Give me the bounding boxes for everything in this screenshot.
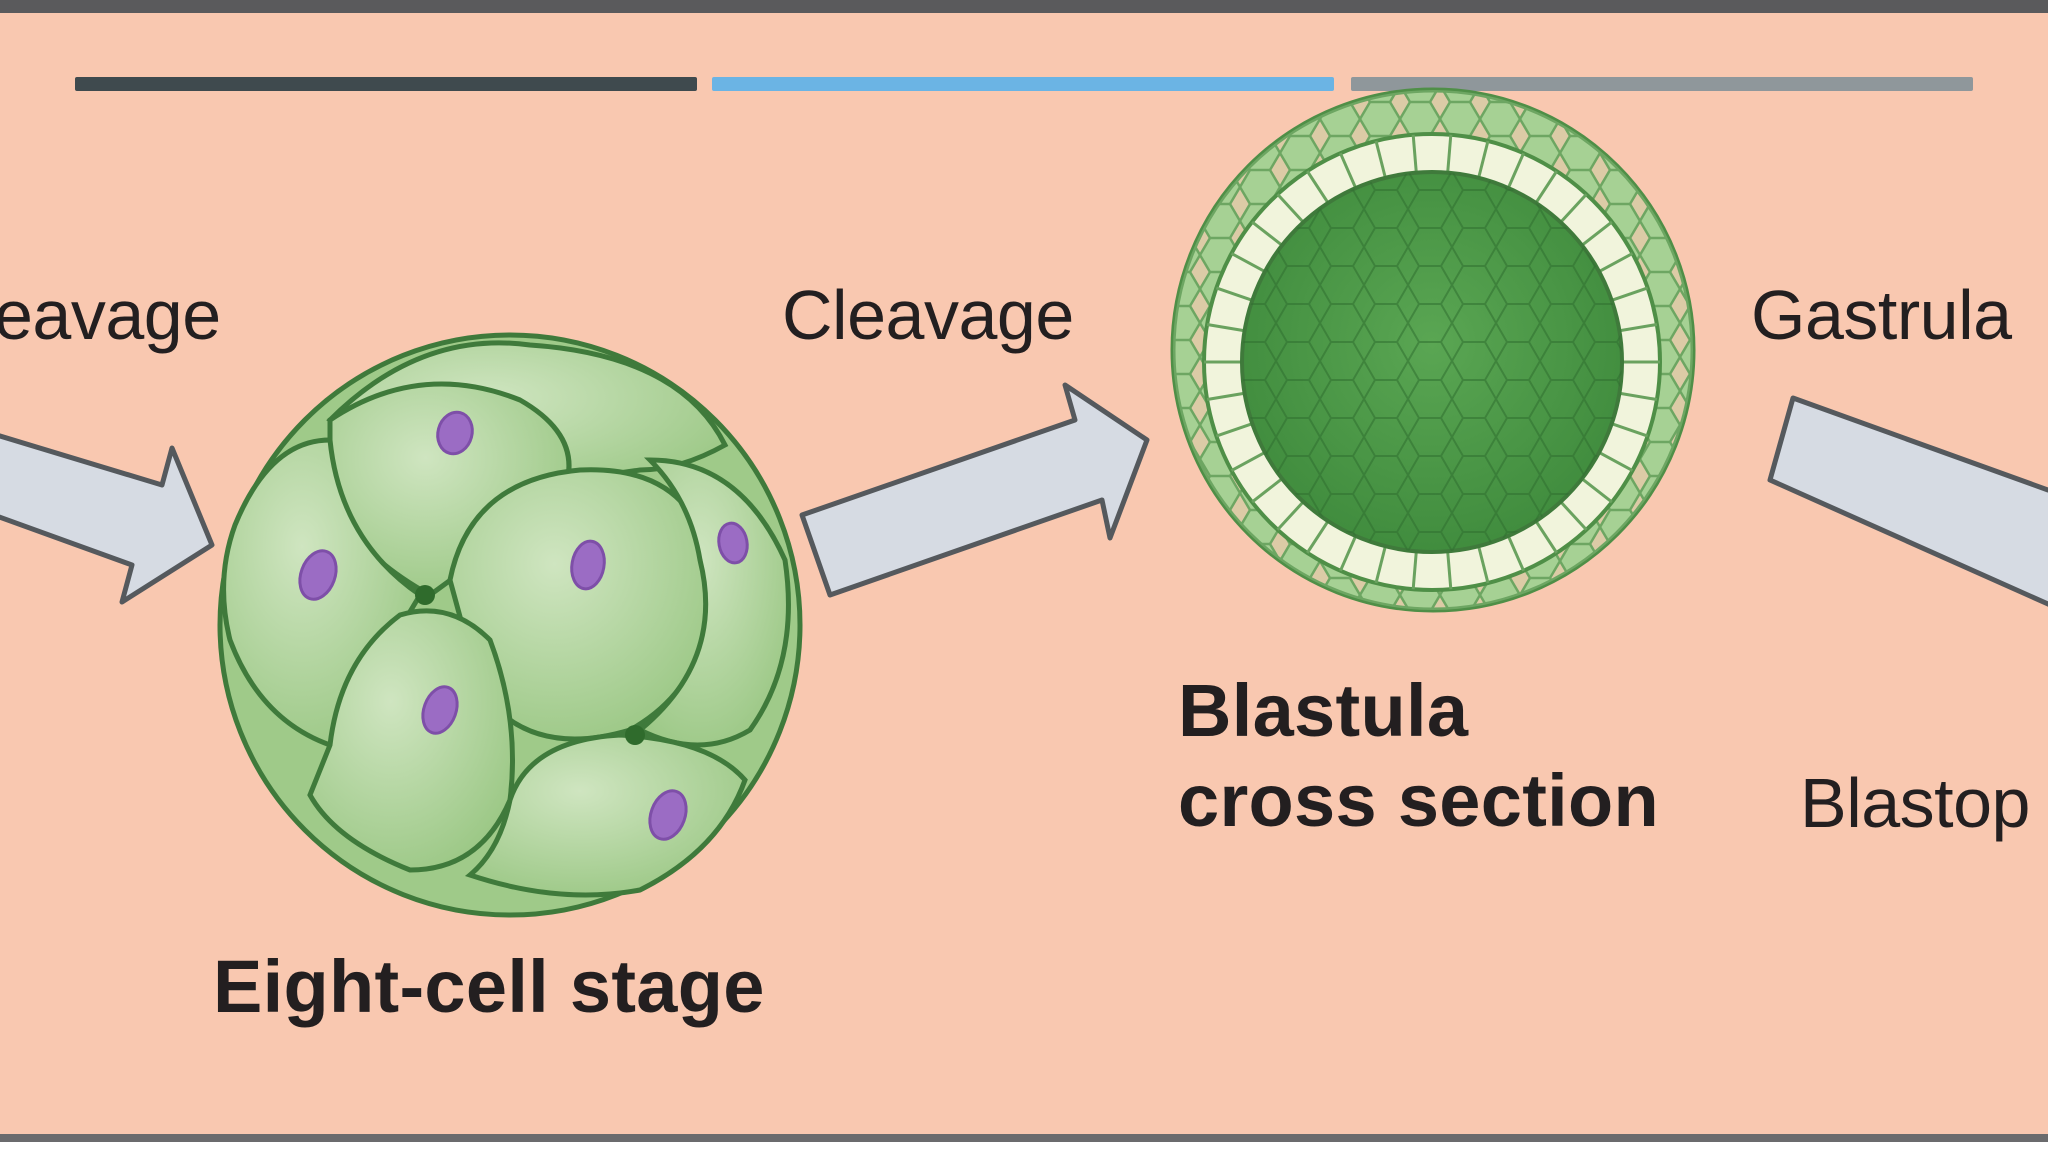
eight-cell-embryo: [217, 332, 803, 918]
blastula-label: Blastula: [1178, 669, 1469, 752]
ring-cell-wall: [1598, 252, 1634, 273]
ring-cell-wall: [1477, 140, 1490, 179]
ring-cell-wall: [1559, 500, 1588, 531]
accent-bar-dark: [75, 77, 697, 91]
cell-right: [635, 457, 791, 748]
cross-section-label: cross section: [1178, 759, 1659, 842]
ring-cell-wall: [1339, 152, 1358, 189]
ring-cell-wall: [1446, 551, 1453, 590]
ring-cell-wall: [1581, 220, 1613, 247]
blastula-ring-cells: [1204, 134, 1660, 590]
accent-bar-gray: [1351, 77, 1973, 91]
cell-bottom-right: [464, 732, 748, 898]
ring-cell-wall: [1339, 535, 1358, 572]
cleavage-arrow-2: [799, 382, 1150, 598]
ring-cell-wall: [1206, 322, 1245, 333]
ring-cell-wall: [1374, 545, 1387, 584]
cleavage-label-center: Cleavage: [782, 276, 1074, 354]
ring-cell-wall: [1534, 520, 1558, 554]
ring-cell-wall: [1477, 545, 1490, 584]
eight-cell-stage-label: Eight-cell stage: [213, 945, 765, 1028]
cell-junction-right: [625, 725, 645, 745]
ring-cell-wall: [1411, 551, 1418, 590]
ring-cell-wall: [1251, 477, 1283, 504]
ring-cell-wall: [1206, 391, 1245, 402]
ring-cell-wall: [1446, 134, 1453, 173]
slide-bottom-border: [0, 1134, 2048, 1142]
ring-cell-wall: [1251, 220, 1283, 247]
ring-cell-wall: [1598, 451, 1634, 472]
ring-cell-wall: [1230, 451, 1266, 472]
slide-top-border: [0, 0, 2048, 13]
ring-cell-wall: [1611, 422, 1649, 438]
cleavage-label-left: eavage: [0, 276, 221, 354]
blastula-cross-section: [1170, 87, 1696, 613]
ring-cell-wall: [1506, 152, 1525, 189]
ring-cell-wall: [1559, 193, 1588, 224]
ring-cell-wall: [1374, 140, 1387, 179]
nuclei: [298, 410, 749, 841]
ring-cell-wall: [1611, 286, 1649, 302]
ring-cell-wall: [1581, 477, 1613, 504]
ring-cell-wall: [1215, 286, 1253, 302]
ring-cell-wall: [1506, 535, 1525, 572]
ring-cell-wall: [1215, 422, 1253, 438]
gastrulation-label: Gastrula: [1751, 276, 2012, 354]
cleavage-arrow-1: [0, 433, 215, 605]
ring-cell-wall: [1534, 170, 1558, 204]
ring-cell-wall: [1411, 134, 1418, 173]
cell-bottom-left: [307, 608, 515, 873]
ring-cell-wall: [1619, 391, 1658, 402]
ring-cell-wall: [1230, 252, 1266, 273]
gastrulation-arrow: [1767, 395, 2048, 607]
cell-junction-left: [415, 585, 435, 605]
ring-cell-wall: [1619, 322, 1658, 333]
ring-cell-wall: [1276, 500, 1305, 531]
ring-cell-wall: [1306, 520, 1330, 554]
ring-cell-wall: [1276, 193, 1305, 224]
blastopore-label: Blastop: [1800, 764, 2030, 842]
accent-bar-blue: [712, 77, 1334, 91]
ring-cell-wall: [1306, 170, 1330, 204]
